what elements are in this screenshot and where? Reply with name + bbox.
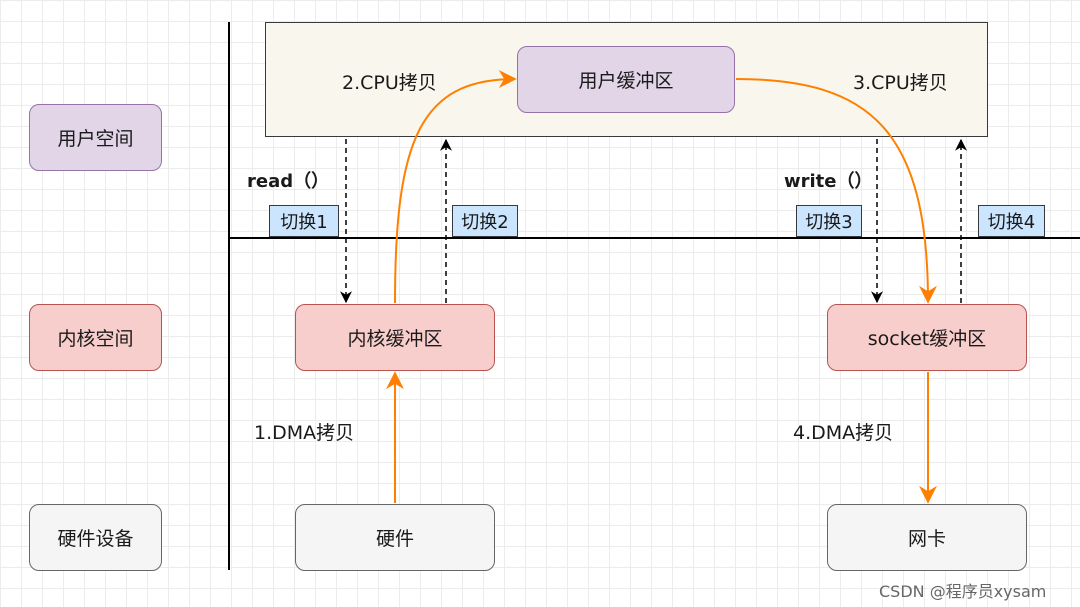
watermark-text: CSDN @程序员xysam — [879, 582, 1047, 601]
socket-buffer-box: socket缓冲区 — [827, 304, 1027, 371]
cpu-copy-2-label: 2.CPU拷贝 — [342, 72, 437, 94]
switch-4-tag: 切换4 — [978, 205, 1045, 237]
hardware-box: 硬件 — [295, 504, 495, 571]
cpu-copy-3-arrow — [735, 78, 937, 304]
read-call-label: read（） — [247, 171, 330, 192]
layer-hardware-devices: 硬件设备 — [29, 504, 162, 571]
layer-divider-vertical — [228, 22, 230, 570]
switch-1-tag: 切换1 — [269, 205, 339, 237]
nic-box: 网卡 — [827, 504, 1027, 571]
layer-user-space: 用户空间 — [29, 104, 162, 171]
user-kernel-boundary-line — [229, 237, 1080, 239]
layer-kernel-space: 内核空间 — [29, 304, 162, 371]
switch-3-tag: 切换3 — [796, 205, 862, 237]
user-buffer-box: 用户缓冲区 — [517, 46, 735, 113]
switch-2-tag: 切换2 — [452, 205, 518, 237]
dma-copy-1-label: 1.DMA拷贝 — [254, 422, 355, 444]
cpu-copy-3-label: 3.CPU拷贝 — [853, 72, 948, 94]
cpu-copy-2-arrow — [394, 70, 517, 304]
write-call-label: write（） — [784, 171, 873, 192]
dma-copy-4-label: 4.DMA拷贝 — [793, 422, 894, 444]
kernel-buffer-box: 内核缓冲区 — [295, 304, 495, 371]
